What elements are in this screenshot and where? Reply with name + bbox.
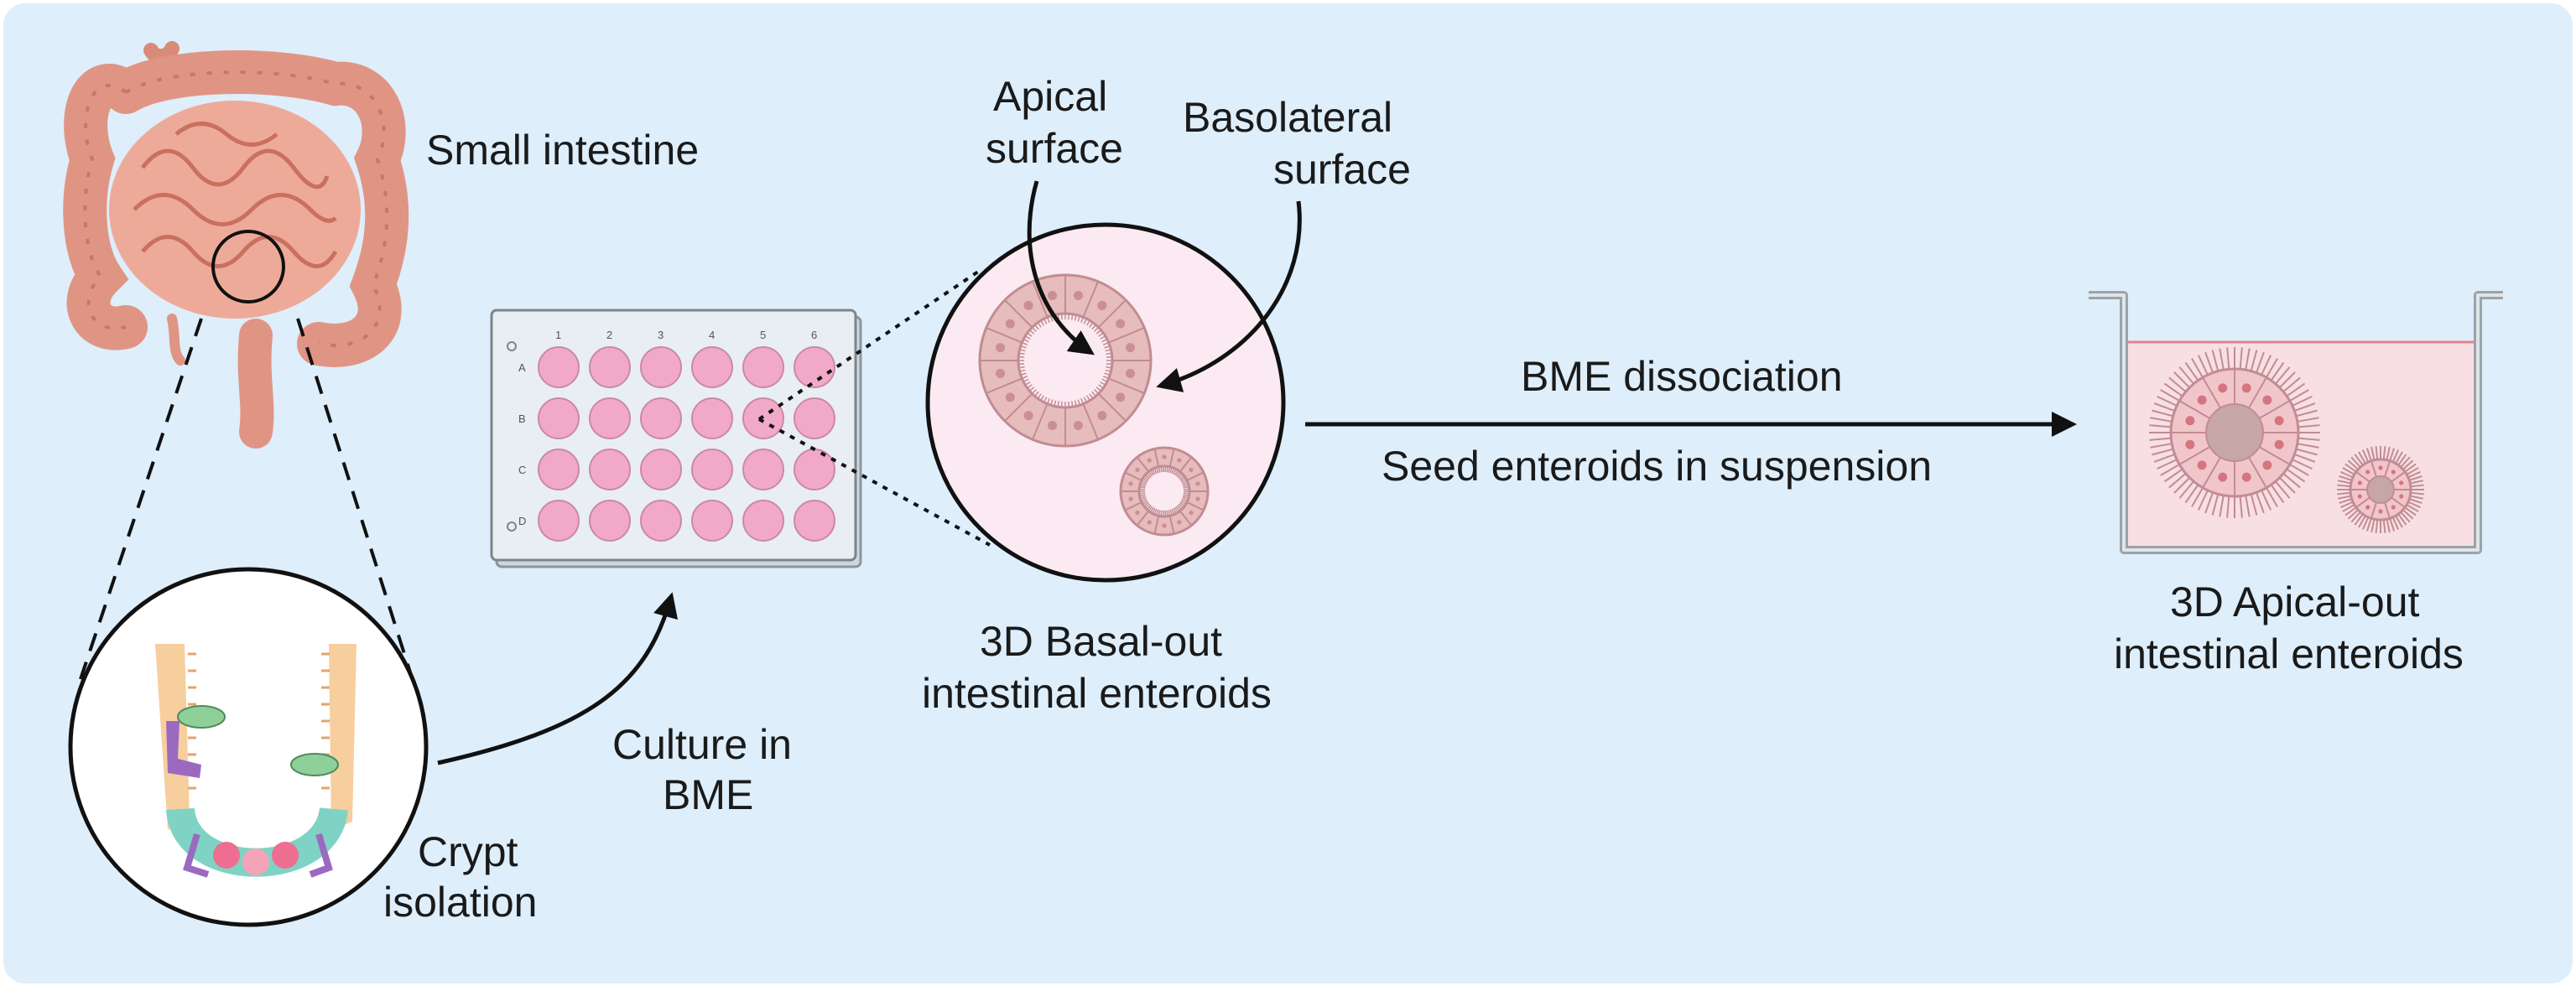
label-apical-2: surface xyxy=(986,125,1123,172)
plate-well xyxy=(539,398,579,438)
plate-row-label: B xyxy=(518,412,526,425)
plate-column-label: 3 xyxy=(658,329,664,341)
label-basolateral-1: Basolateral xyxy=(1183,94,1392,141)
plate-well xyxy=(539,449,579,490)
plate-well xyxy=(794,449,835,490)
apical-out-enteroid-large xyxy=(2149,347,2320,518)
basal-out-view xyxy=(928,225,1283,580)
plate-column-label: 5 xyxy=(760,329,766,341)
label-culture-1: Culture in xyxy=(612,721,792,768)
plate-well xyxy=(692,398,732,438)
label-seed-enteroids: Seed enteroids in suspension xyxy=(1382,443,1932,490)
plate-well xyxy=(794,347,835,387)
label-basal-out-2: intestinal enteroids xyxy=(922,670,1272,717)
plate-well xyxy=(590,347,630,387)
plate-well xyxy=(692,347,732,387)
plate-well xyxy=(641,501,681,541)
plate-column-label: 1 xyxy=(555,329,561,341)
label-crypt-isolation-1: Crypt xyxy=(418,828,518,875)
plate-well xyxy=(743,449,783,490)
label-apical-out-1: 3D Apical-out xyxy=(2170,579,2419,625)
plate-well xyxy=(641,347,681,387)
label-basolateral-2: surface xyxy=(1273,146,1411,193)
plate-column-label: 6 xyxy=(811,329,817,341)
plate-well xyxy=(692,449,732,490)
plate-row-label: A xyxy=(518,361,526,374)
plate-well xyxy=(641,398,681,438)
well-plate: 1 2 3 4 5 6 A B C D xyxy=(492,310,861,567)
plate-well xyxy=(794,501,835,541)
label-culture-2: BME xyxy=(663,771,753,818)
plate-well xyxy=(692,501,732,541)
label-basal-out-1: 3D Basal-out xyxy=(980,618,1222,665)
plate-well xyxy=(590,398,630,438)
plate-column-label: 2 xyxy=(606,329,612,341)
plate-column-label: 4 xyxy=(709,329,715,341)
crypt-illustration xyxy=(70,569,426,925)
basal-out-enteroid-large xyxy=(980,275,1151,446)
plate-well xyxy=(590,501,630,541)
label-apical-1: Apical xyxy=(993,73,1107,120)
plate-well xyxy=(539,347,579,387)
plate-row-label: C xyxy=(518,464,526,476)
plate-well xyxy=(794,398,835,438)
plate-well xyxy=(743,347,783,387)
label-bme-dissociation: BME dissociation xyxy=(1521,353,1843,400)
plate-well xyxy=(743,501,783,541)
basal-out-enteroid-small xyxy=(1121,448,1208,535)
plate-well xyxy=(590,449,630,490)
label-small-intestine: Small intestine xyxy=(426,127,699,174)
label-apical-out-2: intestinal enteroids xyxy=(2114,630,2464,677)
plate-well xyxy=(641,449,681,490)
plate-well xyxy=(539,501,579,541)
plate-row-label: D xyxy=(518,515,526,527)
label-crypt-isolation-2: isolation xyxy=(383,879,537,926)
